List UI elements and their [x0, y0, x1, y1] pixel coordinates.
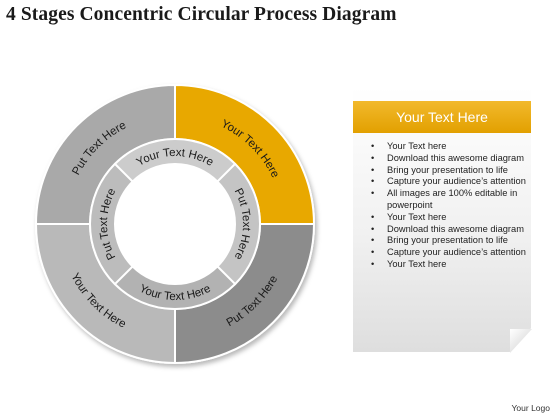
panel-list-item: Download this awesome diagram [353, 224, 531, 236]
panel-list-item: All images are 100% editable in powerpoi… [353, 188, 531, 212]
panel-bullet-list: Your Text hereDownload this awesome diag… [353, 141, 531, 271]
panel-list-item: Capture your audience’s attention [353, 247, 531, 259]
panel-list-item: Capture your audience’s attention [353, 176, 531, 188]
panel-list-item: Download this awesome diagram [353, 153, 531, 165]
panel-list-item: Bring your presentation to life [353, 165, 531, 177]
text-panel: Your Text Here Your Text hereDownload th… [353, 87, 531, 352]
footer-logo-text: Your Logo [511, 403, 550, 413]
panel-heading: Your Text Here [353, 101, 531, 133]
panel-list-item: Your Text here [353, 212, 531, 224]
page-title: 4 Stages Concentric Circular Process Dia… [6, 4, 397, 25]
panel-list-item: Your Text here [353, 259, 531, 271]
inner-segment [89, 162, 134, 286]
panel-list-item: Your Text here [353, 141, 531, 153]
panel-list-item: Bring your presentation to life [353, 235, 531, 247]
